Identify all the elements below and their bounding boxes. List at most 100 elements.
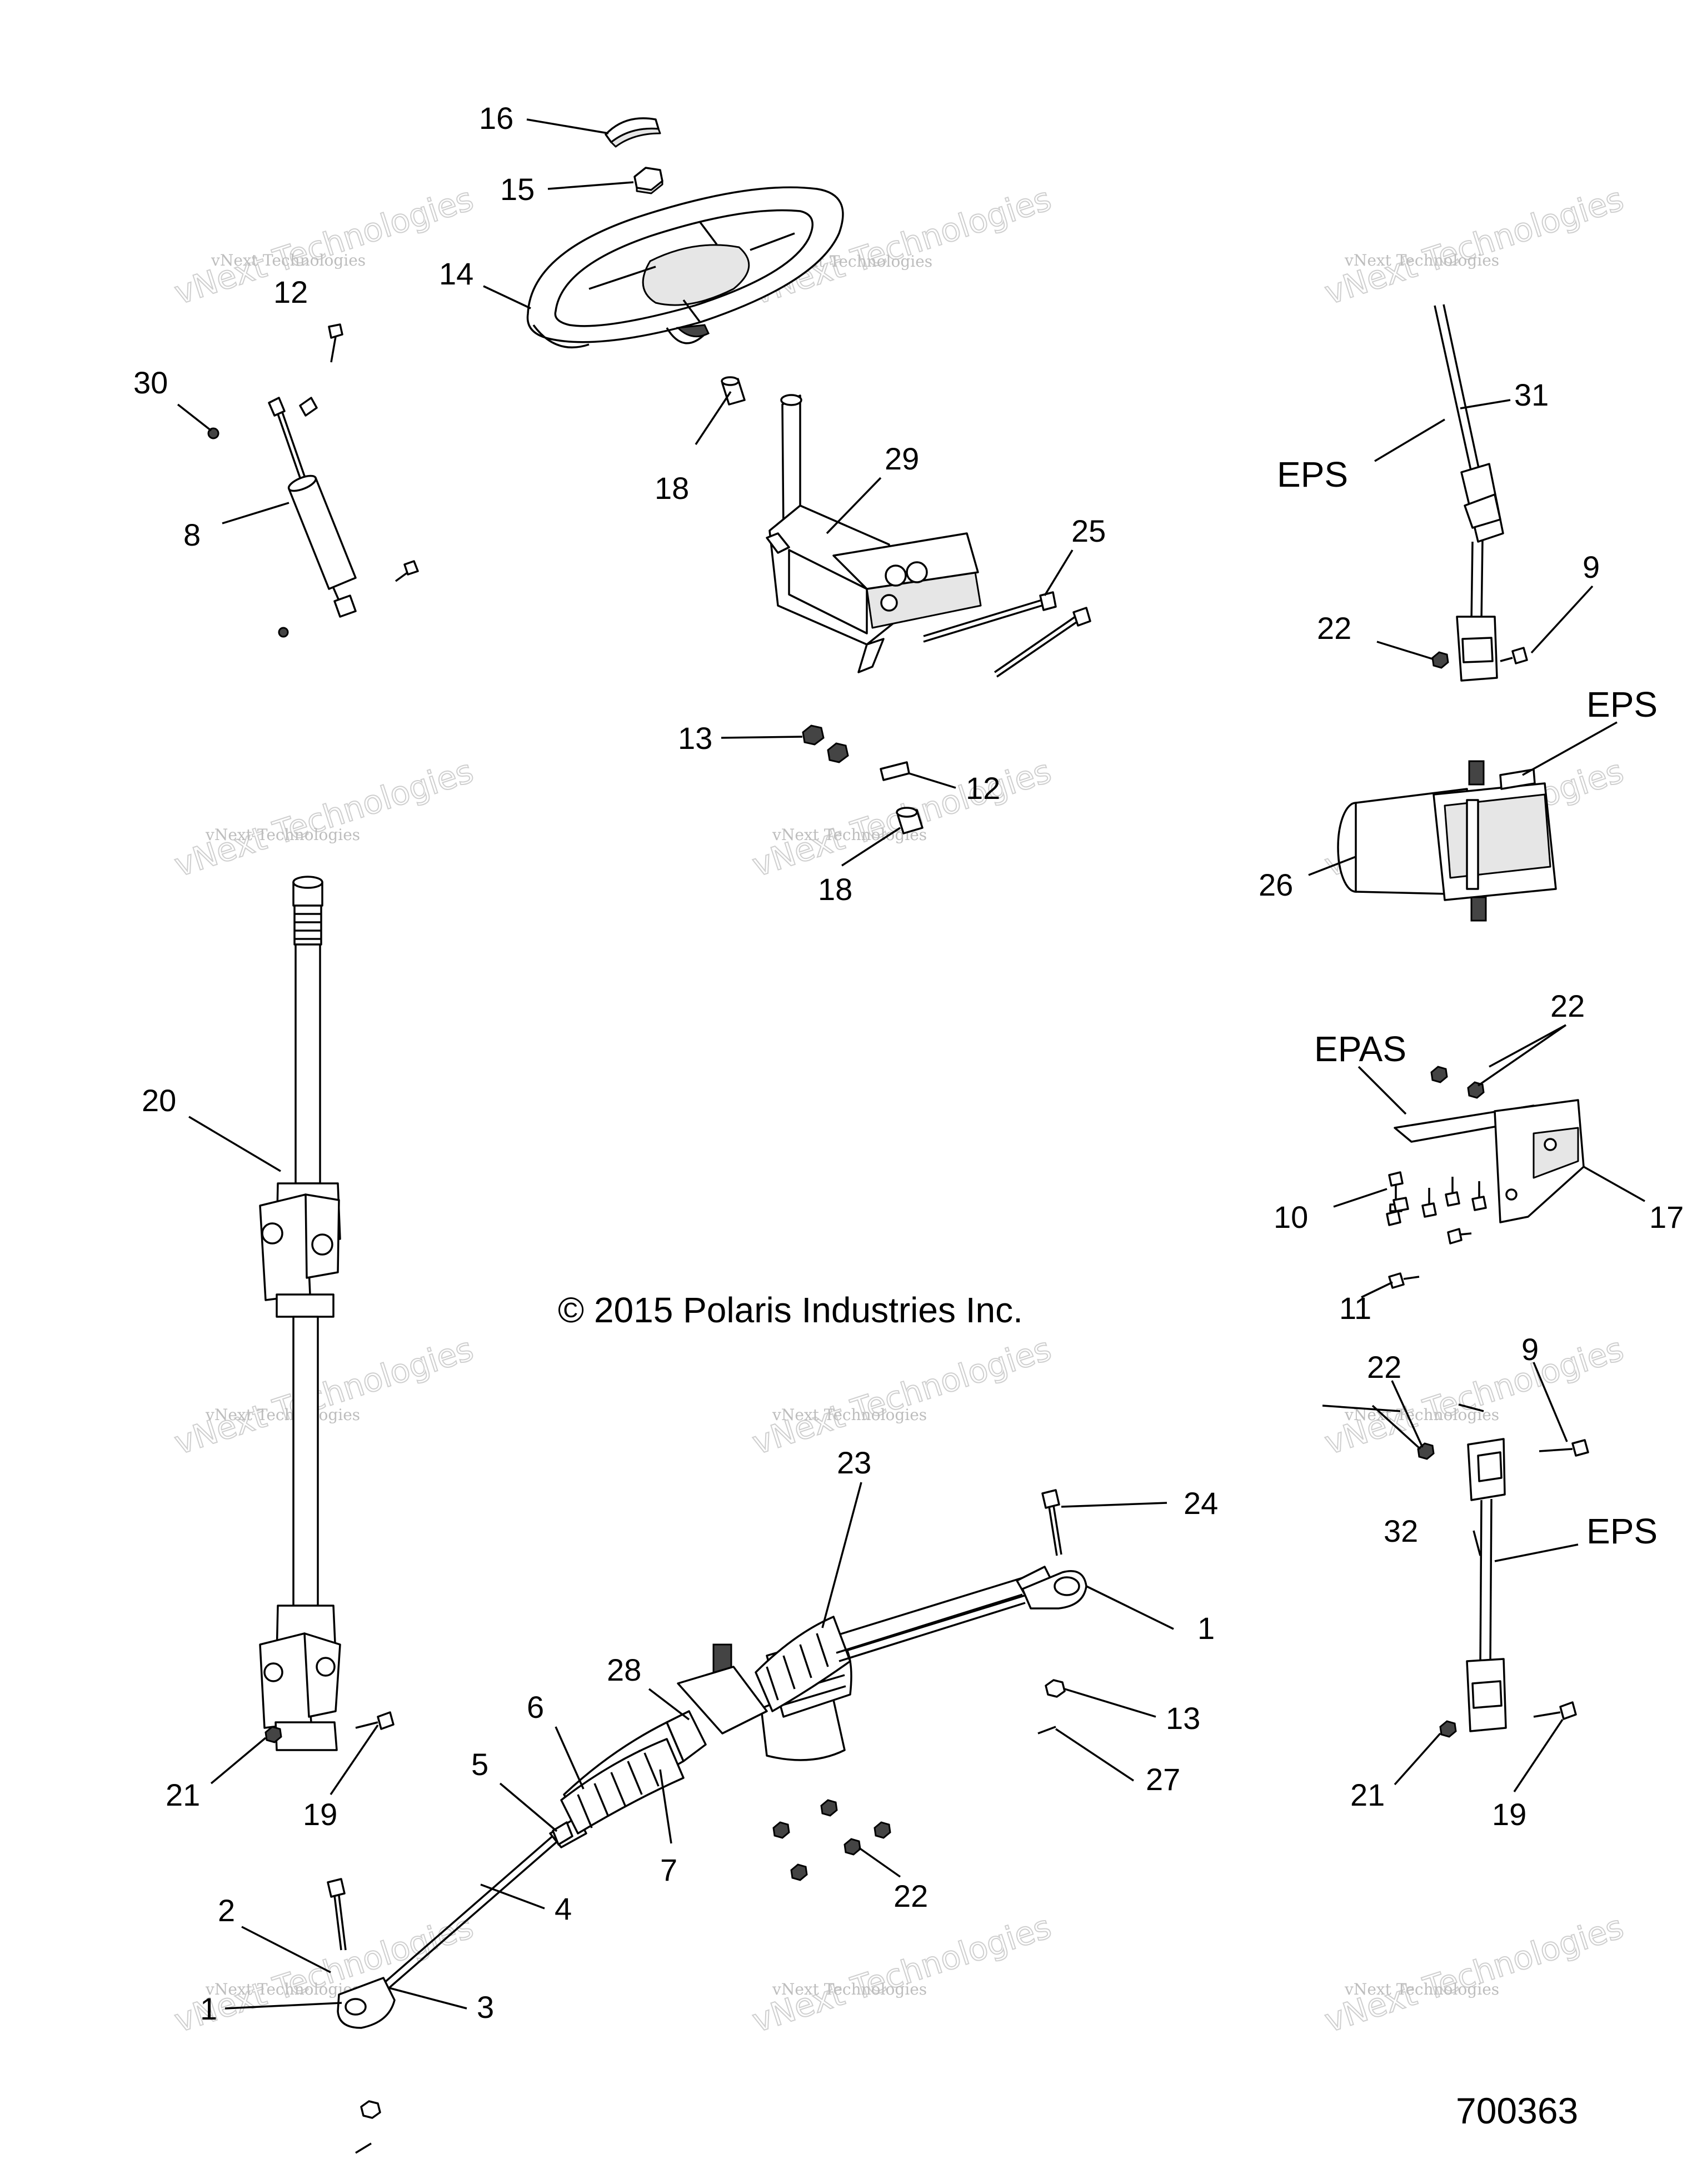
callout-12: 12 [273, 274, 308, 309]
watermark-text: vNext Technologies [170, 179, 478, 312]
nuts-22-epas [1430, 1066, 1485, 1099]
callout-21: 21 [166, 1777, 200, 1812]
callout-18: 18 [818, 872, 852, 907]
callout-22: 22 [1550, 988, 1585, 1023]
bolt-12-shock [328, 323, 343, 363]
watermark-text: vNext Technologies [205, 1980, 360, 1998]
steering-wheel-cap [605, 117, 661, 148]
nut-shock-lower [278, 627, 289, 638]
callout-15: 15 [500, 172, 535, 207]
tie-rod-inner-right [836, 1593, 1026, 1662]
bolts-25 [923, 591, 1091, 678]
bolt-24 [1041, 1489, 1062, 1556]
intermediate-shaft [259, 876, 341, 1751]
watermark-text: vNext Technologies [772, 1980, 927, 1998]
eps-label: EPS [1586, 684, 1658, 724]
bushing-12-bracket [880, 761, 910, 781]
callout-9: 9 [1583, 549, 1600, 584]
callout-21: 21 [1350, 1777, 1385, 1812]
watermark-text: vNext Technologies [748, 1907, 1056, 2040]
callout-18: 18 [655, 471, 689, 506]
watermark-text: vNext Technologies [170, 1330, 478, 1462]
callout-28: 28 [607, 1652, 641, 1687]
watermark-text: vNext Technologies [205, 1406, 360, 1424]
figure-number: 700363 [1456, 2090, 1578, 2131]
callout-16: 16 [479, 101, 513, 136]
watermark-text: vNext Technologies [1344, 251, 1499, 269]
callout-26: 26 [1259, 867, 1293, 902]
callout-24: 24 [1184, 1486, 1218, 1521]
epas-bracket [1394, 1099, 1585, 1223]
watermark: vNext Technologies [169, 1329, 478, 1462]
callout-20: 20 [142, 1083, 176, 1118]
callout-9: 9 [1521, 1332, 1539, 1367]
callout-2: 2 [218, 1893, 235, 1928]
watermark: vNext Technologies [169, 751, 478, 884]
callout-17: 17 [1649, 1200, 1684, 1235]
callout-19: 19 [1492, 1797, 1526, 1832]
nut-22-eps-upper [1431, 651, 1449, 669]
callout-32: 32 [1384, 1513, 1418, 1548]
watermark: vNext Technologies [1320, 1907, 1629, 2040]
watermark-text: vNext Technologies [1320, 1907, 1628, 2040]
eps-lower-shaft [1466, 1438, 1507, 1732]
column-bracket [766, 394, 982, 673]
callout-23: 23 [837, 1445, 871, 1480]
callout-10: 10 [1274, 1200, 1308, 1235]
nut-tie-rod-lower [355, 2100, 381, 2154]
nut-21-left [264, 1726, 282, 1743]
callout-30: 30 [133, 365, 168, 400]
epas-label: EPAS [1314, 1029, 1406, 1069]
callout-22: 22 [1367, 1350, 1401, 1385]
copyright-text: © 2015 Polaris Industries Inc. [558, 1290, 1023, 1330]
callout-1: 1 [1197, 1611, 1215, 1646]
callout-8: 8 [183, 517, 201, 552]
cotter-pin-27 [1037, 1726, 1056, 1735]
callout-5: 5 [471, 1747, 488, 1782]
tilt-shock [268, 397, 357, 618]
bushing-18-lower [896, 807, 924, 834]
callout-13: 13 [1166, 1701, 1200, 1736]
callout-14: 14 [439, 256, 473, 291]
watermark-text: vNext Technologies [1344, 1980, 1499, 1998]
eps-unit [1337, 760, 1557, 922]
watermark: vNext Technologies [747, 1329, 1056, 1462]
callout-3: 3 [477, 1990, 494, 2025]
watermark-text: vNext Technologies [772, 1406, 927, 1424]
bolt-9-eps-upper [1500, 647, 1528, 664]
callout-11: 11 [1339, 1291, 1371, 1326]
watermark: vNext Technologies [169, 179, 478, 312]
callout-19: 19 [303, 1797, 337, 1832]
bolt-19-right [1533, 1701, 1577, 1720]
callout-1: 1 [200, 1991, 217, 2026]
nut-13-rack [1045, 1679, 1066, 1698]
watermark-text: vNext Technologies [211, 251, 366, 269]
watermark-text: vNext Technologies [205, 826, 360, 844]
leader-lines [177, 118, 1645, 2010]
callout-29: 29 [885, 441, 919, 476]
watermark-text: vNext Technologies [170, 752, 478, 884]
eps-upper-shaft [1434, 304, 1504, 682]
callout-7: 7 [660, 1852, 677, 1887]
nuts-13-bracket [802, 724, 849, 763]
tie-rod-end-left [337, 1977, 396, 2029]
watermark-text: vNext Technologies [1320, 179, 1628, 312]
bolts-10-epas [1386, 1171, 1487, 1245]
screw-shock-lower [395, 560, 419, 582]
callout-labels: 16 15 14 12 30 8 18 29 25 13 12 18 EPS 3… [133, 101, 1684, 2026]
callout-22: 22 [1317, 611, 1351, 646]
bolt-19-left [355, 1711, 395, 1730]
rack-boot-upper [755, 1616, 851, 1712]
watermark-text: vNext Technologies [748, 1330, 1056, 1462]
bolt-11-epas [1388, 1272, 1420, 1289]
steering-wheel [526, 186, 844, 349]
nuts-22-rack [772, 1799, 891, 1881]
callout-25: 25 [1071, 513, 1106, 548]
watermark: vNext Technologies [747, 1907, 1056, 2040]
bolt-9-eps-lower [1539, 1439, 1589, 1457]
steering-wheel-nut [633, 167, 663, 194]
eps-label: EPS [1277, 454, 1348, 494]
watermark: vNext Technologies [1320, 179, 1629, 312]
eps-label: EPS [1586, 1511, 1658, 1551]
